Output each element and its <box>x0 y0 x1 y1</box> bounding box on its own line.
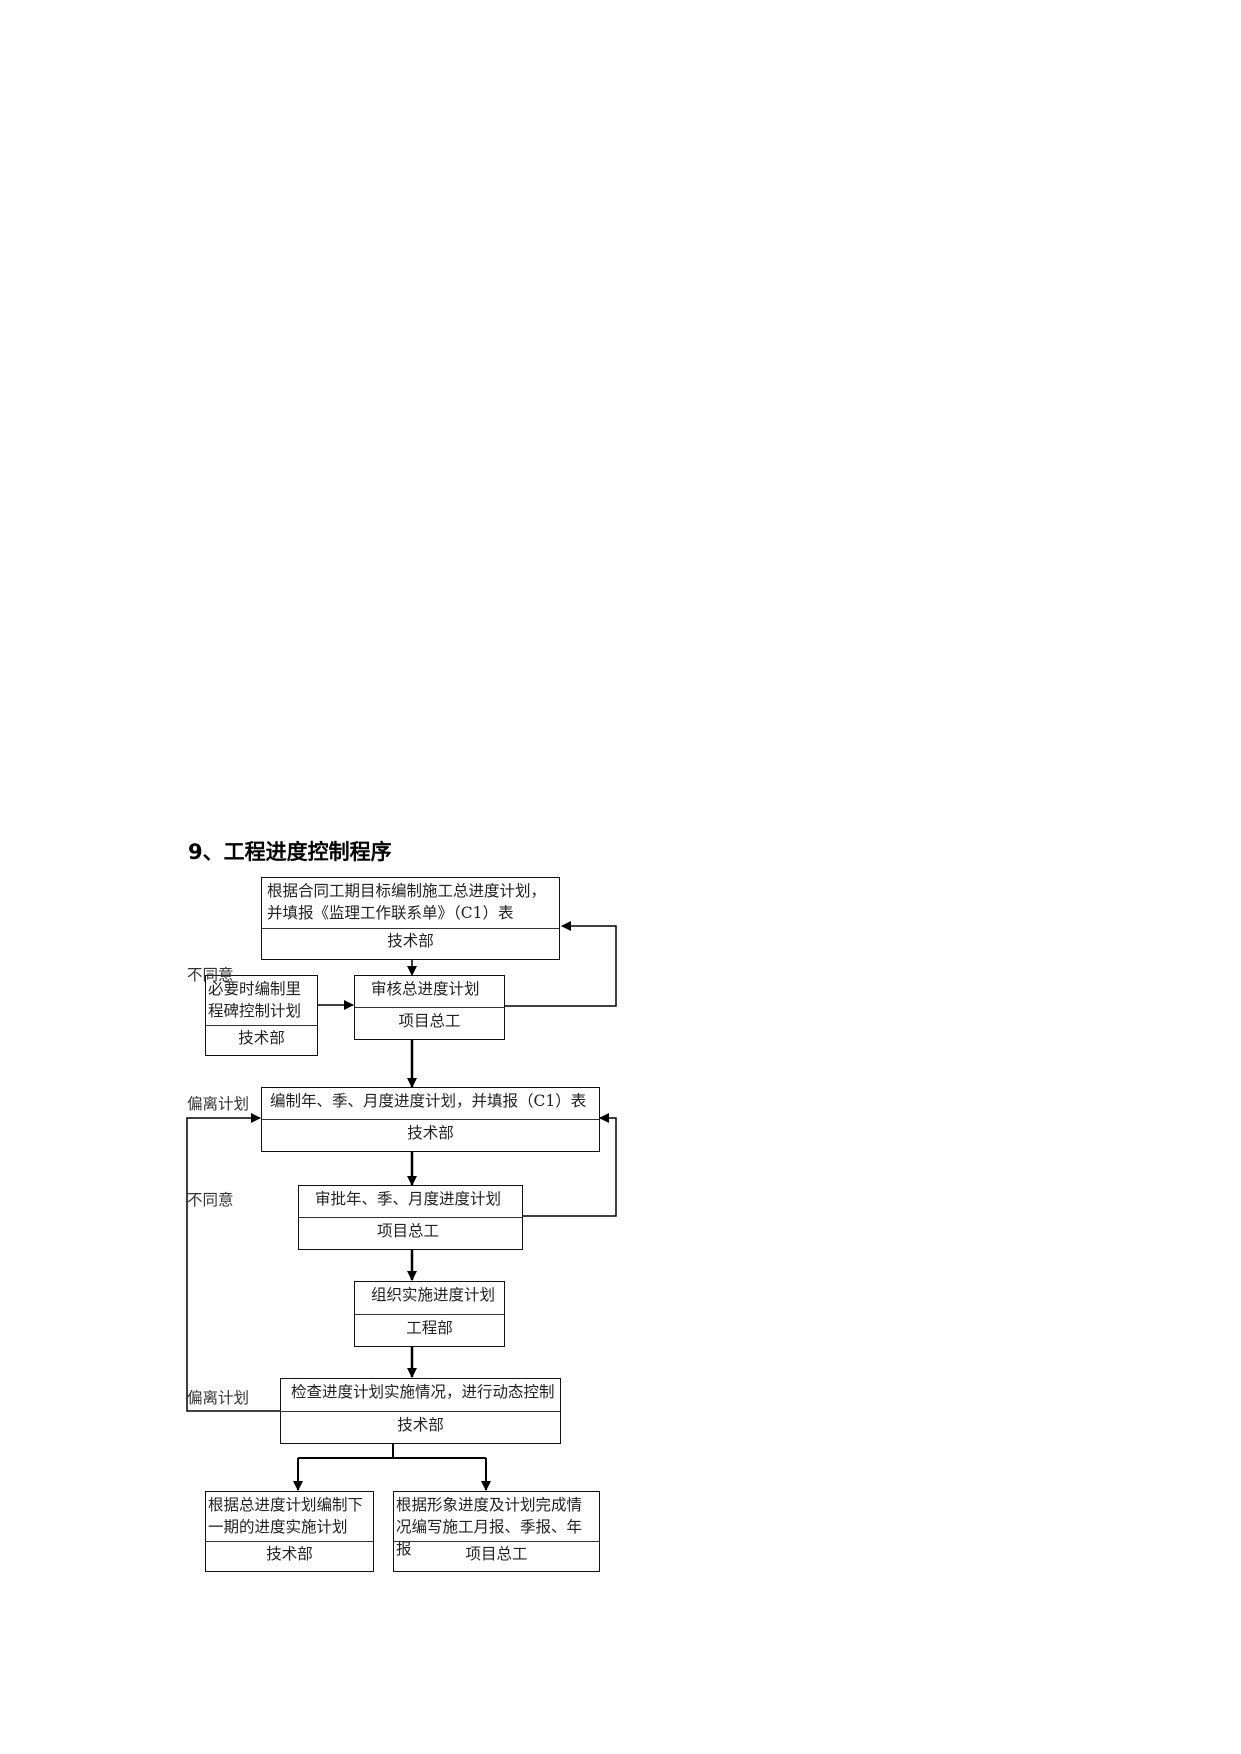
edge-label-deviate-2: 偏离计划 <box>187 1389 250 1407</box>
node-dept: 技术部 <box>238 1029 285 1047</box>
node-text: 必要时编制里程碑控制计划 <box>206 976 317 1026</box>
edge-n2-n1-loop <box>505 921 617 1007</box>
node-progress-reports: 根据形象进度及计划完成情况编写施工月报、季报、年报 项目总工 <box>393 1491 600 1572</box>
node-approve-periodic-plan: 审批年、季、月度进度计划 项目总工 <box>298 1185 523 1250</box>
edge-label-deviate-1: 偏离计划 <box>187 1095 250 1113</box>
node-compile-master-schedule: 根据合同工期目标编制施工总进度计划，并填报《监理工作联系单》（C1）表 技术部 <box>261 877 560 960</box>
node-next-period-plan: 根据总进度计划编制下一期的进度实施计划 技术部 <box>205 1491 374 1572</box>
node-dept: 技术部 <box>266 1545 313 1563</box>
node-text: 编制年、季、月度进度计划，并填报（C1）表 <box>262 1088 599 1120</box>
node-dept: 技术部 <box>407 1124 454 1142</box>
edge-label-disagree-2: 不同意 <box>187 1191 234 1209</box>
edge-label-disagree-1: 不同意 <box>187 966 234 984</box>
node-implement-plan: 组织实施进度计划 工程部 <box>354 1281 505 1347</box>
edge-n5-n4-loop <box>523 1113 617 1217</box>
node-text: 根据合同工期目标编制施工总进度计划，并填报《监理工作联系单》（C1）表 <box>262 878 559 929</box>
node-text: 审核总进度计划 <box>355 976 504 1008</box>
node-text: 审批年、季、月度进度计划 <box>299 1186 522 1218</box>
node-review-master-schedule: 审核总进度计划 项目总工 <box>354 975 505 1040</box>
node-dept: 技术部 <box>397 1416 444 1434</box>
node-text: 组织实施进度计划 <box>355 1282 504 1315</box>
node-dept: 项目总工 <box>398 1012 461 1030</box>
node-dept: 项目总工 <box>377 1222 440 1240</box>
edge-n7-n4-loop <box>186 1113 280 1412</box>
node-dept: 工程部 <box>406 1319 453 1337</box>
node-dept: 技术部 <box>387 932 434 950</box>
node-text: 根据形象进度及计划完成情况编写施工月报、季报、年报 <box>394 1492 599 1558</box>
node-compile-periodic-plan: 编制年、季、月度进度计划，并填报（C1）表 技术部 <box>261 1087 600 1152</box>
node-milestone-plan: 必要时编制里程碑控制计划 技术部 <box>205 975 318 1056</box>
page-title: 9、工程进度控制程序 <box>188 840 392 864</box>
node-dept: 项目总工 <box>465 1545 528 1563</box>
node-text: 根据总进度计划编制下一期的进度实施计划 <box>206 1492 373 1542</box>
node-text: 检查进度计划实施情况，进行动态控制 <box>281 1379 560 1412</box>
node-check-progress: 检查进度计划实施情况，进行动态控制 技术部 <box>280 1378 561 1444</box>
